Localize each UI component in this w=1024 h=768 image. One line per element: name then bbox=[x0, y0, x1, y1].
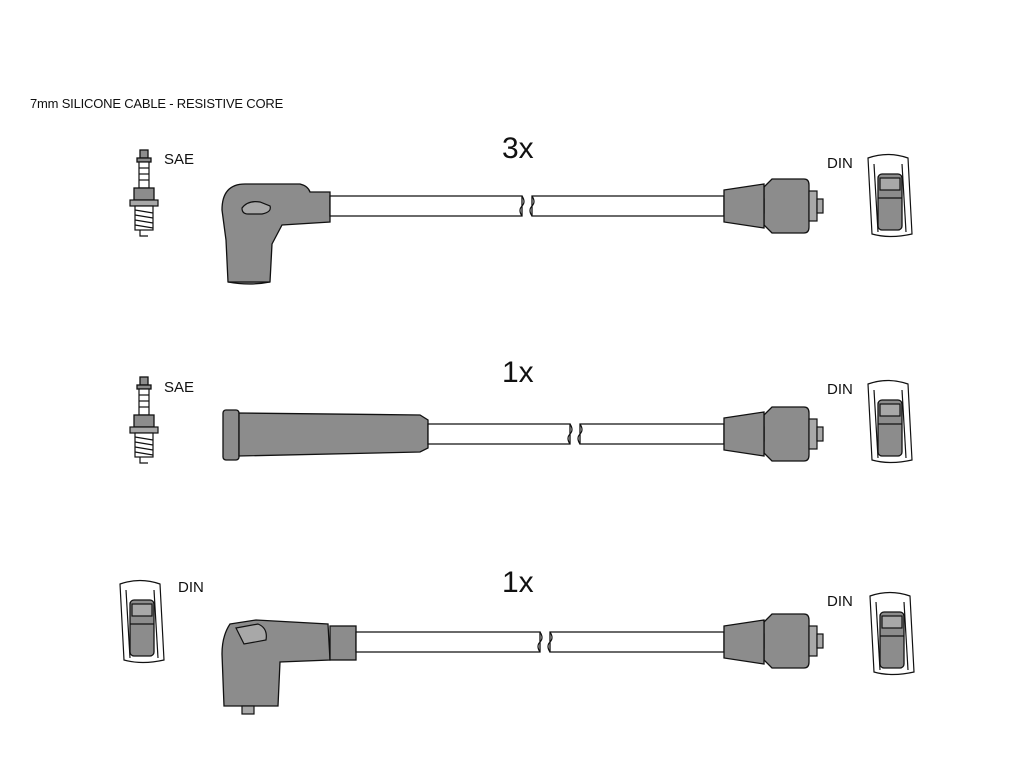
din-terminal-3-right bbox=[869, 591, 915, 676]
cable-3-left-segment bbox=[355, 631, 541, 653]
cable-row-3: DIN DIN 1x bbox=[119, 566, 915, 715]
distributor-boot-2 bbox=[754, 406, 824, 462]
distributor-boot-1 bbox=[754, 178, 824, 234]
boot-taper-1 bbox=[723, 183, 765, 229]
cable-1-left-segment bbox=[329, 195, 523, 217]
angled-plug-boot-1 bbox=[221, 183, 331, 285]
cable-2-right-segment bbox=[579, 423, 725, 445]
right-angle-boot-3 bbox=[221, 619, 357, 715]
boot-taper-3 bbox=[723, 619, 765, 665]
row-3-left-label: DIN bbox=[178, 579, 204, 596]
row-2-left-label: SAE bbox=[164, 379, 194, 396]
din-terminal-3-left bbox=[119, 579, 165, 664]
row-1-left-label: SAE bbox=[164, 151, 194, 168]
straight-plug-boot-2 bbox=[222, 409, 429, 461]
cable-row-2: SAE DIN 1x bbox=[129, 356, 913, 464]
cable-3-right-segment bbox=[549, 631, 725, 653]
spark-plug-sae-2 bbox=[129, 376, 159, 464]
row-1-right-label: DIN bbox=[827, 155, 853, 172]
row-2-quantity: 1x bbox=[502, 356, 534, 389]
row-1-quantity: 3x bbox=[502, 132, 534, 165]
cable-1-right-segment bbox=[531, 195, 725, 217]
din-terminal-1 bbox=[867, 153, 913, 238]
distributor-boot-3 bbox=[754, 613, 824, 669]
diagram-title: 7mm SILICONE CABLE - RESISTIVE CORE bbox=[30, 96, 284, 111]
row-3-right-label: DIN bbox=[827, 593, 853, 610]
din-terminal-2 bbox=[867, 379, 913, 464]
cable-row-1: SAE DIN 3x bbox=[129, 132, 913, 285]
row-3-quantity: 1x bbox=[502, 566, 534, 599]
boot-taper-2 bbox=[723, 411, 765, 457]
row-2-right-label: DIN bbox=[827, 381, 853, 398]
cable-2-left-segment bbox=[427, 423, 571, 445]
spark-plug-sae-1 bbox=[129, 149, 159, 237]
